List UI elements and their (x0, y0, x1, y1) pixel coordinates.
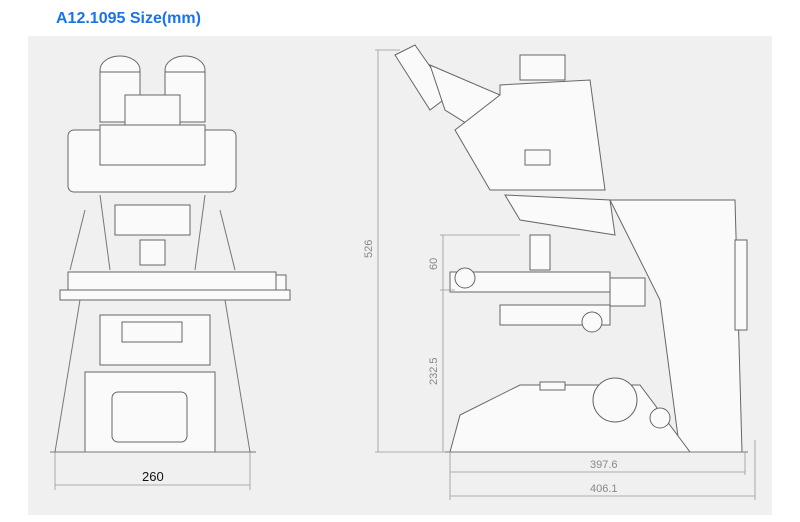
front-view-microscope (50, 55, 291, 453)
total-depth-label: 406.1 (590, 483, 618, 495)
height-label: 526 (363, 240, 375, 258)
stage-gap-label: 60 (428, 258, 440, 270)
front-width-dimension (54, 452, 251, 490)
stage-height-label: 232.5 (428, 357, 440, 385)
side-dimensions (375, 49, 756, 500)
side-view-microscope (394, 44, 748, 453)
base-depth-label: 397.6 (590, 459, 618, 471)
page-title: A12.1095 Size(mm) (56, 10, 201, 27)
width-label: 260 (142, 469, 164, 484)
